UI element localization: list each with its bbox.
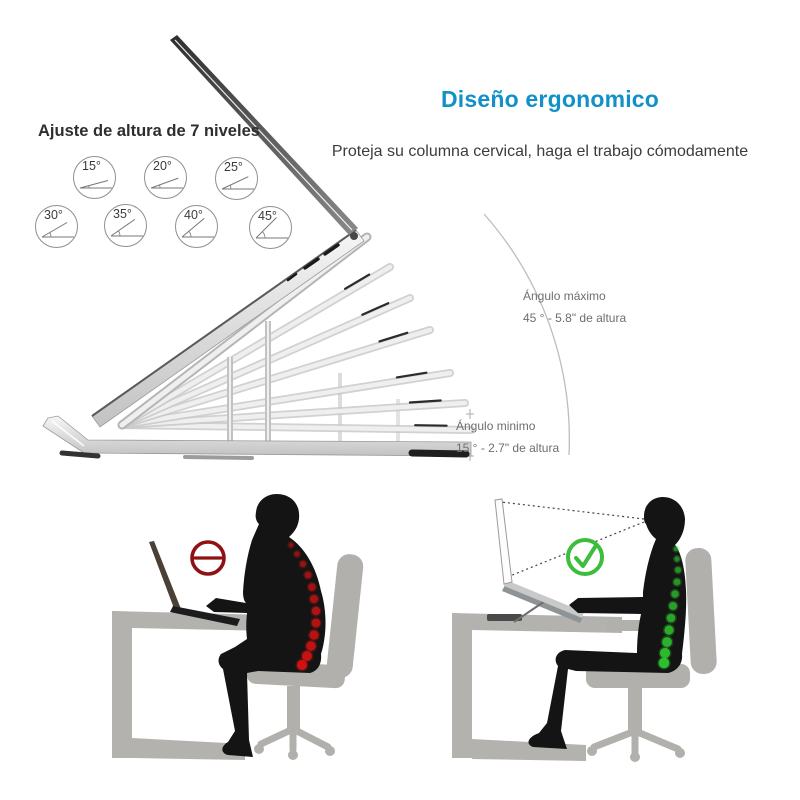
angle-level-circle: 45° (249, 206, 292, 249)
angle-level-circle: 20° (144, 156, 187, 199)
angle-glyph (181, 218, 214, 238)
laptop-screen (170, 35, 358, 235)
page-title: Diseño ergonomico (440, 86, 660, 112)
angle-level-circle: 25° (215, 157, 258, 200)
laptop-stand-illustration (42, 35, 571, 461)
angle-label: 20° (153, 159, 172, 173)
angle-level-circle: 30° (35, 205, 78, 248)
good-posture-scene (452, 497, 717, 762)
bad-posture-spine (287, 541, 322, 672)
bad-posture-scene (112, 494, 364, 760)
laptop-flat-on-desk (149, 541, 240, 626)
sight-lines (500, 501, 645, 577)
angle-glyph (79, 180, 112, 189)
angle-level-circle: 35° (104, 204, 147, 247)
laptop-hinge (350, 232, 358, 240)
stand-base-rail (42, 415, 472, 457)
angle-label: 15° (82, 159, 101, 173)
check-icon (566, 538, 604, 576)
laptop-ports (286, 243, 340, 282)
person-bad-posture (206, 494, 326, 757)
good-posture-spine (657, 545, 683, 670)
min-angle-detail: 15 ° - 2.7" de altura (456, 441, 560, 455)
angle-label: 30° (44, 208, 63, 222)
angle-label: 25° (224, 160, 243, 174)
angle-glyph (150, 177, 183, 189)
no-icon (190, 540, 226, 576)
max-angle-annotation: Ángulo máximo 45 ° - 5.8" de altura (523, 289, 626, 333)
angle-label: 35° (113, 207, 132, 221)
angle-glyph (255, 217, 288, 239)
laptop-base (91, 229, 365, 428)
min-angle-annotation: Ángulo minimo 15 ° - 2.7" de altura (456, 419, 559, 463)
angle-glyph (110, 218, 143, 237)
laptop-on-stand (487, 498, 584, 623)
max-angle-detail: 45 ° - 5.8" de altura (523, 311, 627, 325)
angle-glyph (41, 222, 74, 238)
angle-level-circle: 40° (175, 205, 218, 248)
height-adjust-caption: Ajuste de altura de 7 niveles (38, 122, 260, 140)
person-good-posture (528, 497, 687, 749)
max-angle-title: Ángulo máximo (523, 289, 606, 303)
angle-label: 40° (184, 208, 203, 222)
stand-adjustable-plates (117, 232, 475, 451)
base-rubber-pads (59, 449, 470, 460)
min-angle-title: Ángulo minimo (456, 419, 536, 433)
page-subtitle: Proteja su columna cervical, haga el tra… (331, 143, 749, 160)
angle-label: 45° (258, 209, 277, 223)
angle-glyph (221, 176, 254, 190)
angle-level-circle: 15° (73, 156, 116, 199)
angle-arc (483, 213, 571, 456)
office-chair (586, 548, 717, 762)
desk (112, 611, 272, 760)
